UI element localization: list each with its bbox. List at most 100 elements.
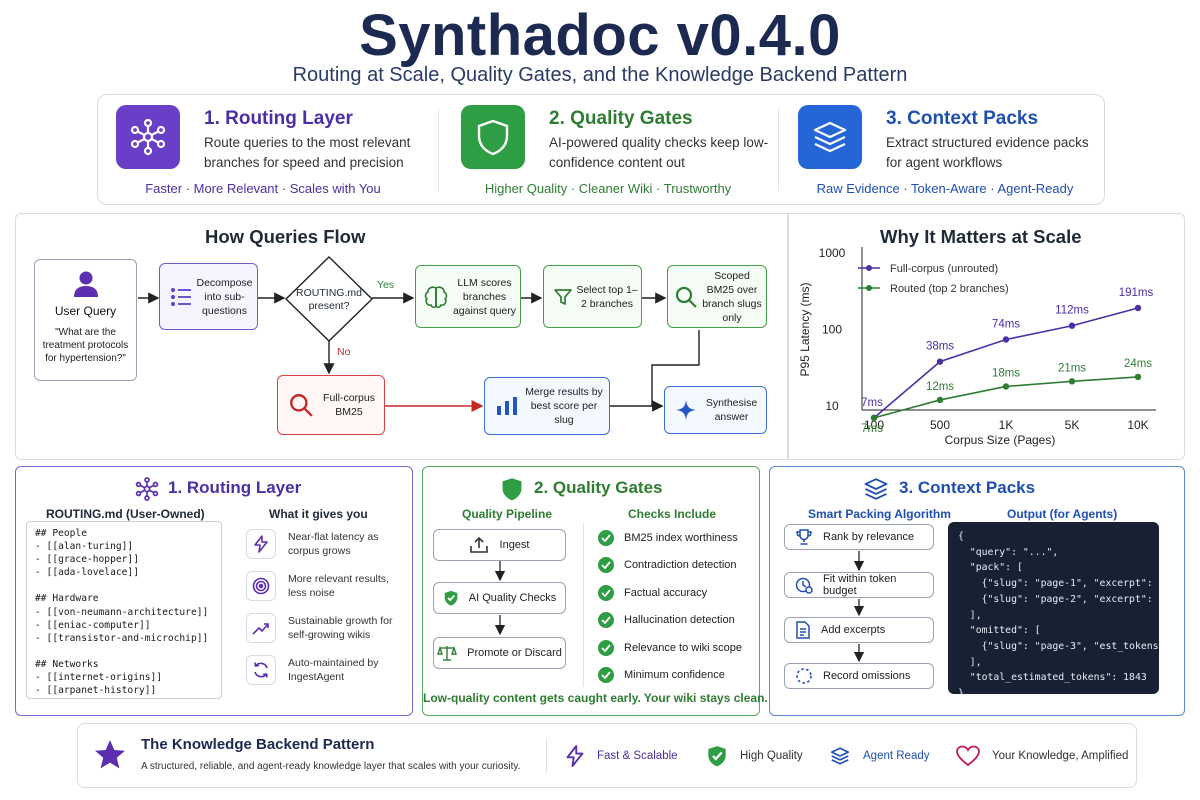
check-item: Contradiction detection	[598, 556, 737, 574]
json-line: {	[958, 531, 964, 542]
x-tick-label: 5K	[1065, 418, 1080, 432]
feature-routing: 1. Routing Layer Route queries to the mo…	[98, 95, 433, 206]
full-corpus-label: Full-corpus BM25	[323, 392, 375, 418]
scoped-bm25-node: Scoped BM25 over branch slugs only	[667, 265, 767, 328]
divider	[546, 738, 547, 773]
json-line: {"slug": "page-1", "excerpt": "..."},	[981, 578, 1159, 590]
packs-section-title: 3. Context Packs	[899, 478, 1036, 497]
footer-item: Fast & Scalable	[565, 742, 678, 770]
check-label: Factual accuracy	[624, 586, 708, 599]
feature-title: 1. Routing Layer	[204, 108, 353, 129]
page-title: Synthadoc v0.4.0	[359, 3, 841, 68]
packing-step-fit: Fit within token budget	[784, 572, 934, 598]
bar-chart-icon	[497, 397, 517, 415]
check-icon	[598, 584, 614, 601]
data-label: 7ms	[861, 423, 883, 435]
benefit-item: More relevant results, less noise	[246, 569, 406, 603]
data-point	[1134, 373, 1142, 381]
check-item: Factual accuracy	[598, 584, 707, 602]
data-label: 74ms	[992, 319, 1020, 331]
x-tick-label: 500	[930, 418, 950, 432]
decompose-label: Decompose into sub-questions	[196, 276, 253, 317]
routing-file-line	[35, 579, 213, 592]
feature-tags: Faster · More Relevant · Scales with You	[145, 181, 381, 196]
check-icon	[598, 612, 614, 629]
pipeline-connectors	[494, 561, 506, 636]
routing-file-line: - [[alan-turing]]	[35, 541, 134, 553]
legend-label: Routed (top 2 branches)	[890, 283, 1009, 295]
routing-file-line: - [[internet-origins]]	[35, 672, 163, 684]
feature-title: 3. Context Packs	[886, 108, 1039, 129]
routing-file-line: - [[grace-hopper]]	[35, 554, 139, 566]
x-tick-label: 10K	[1127, 418, 1148, 432]
data-point	[936, 358, 944, 365]
pipeline-step-label: AI Quality Checks	[468, 592, 557, 604]
shield-icon	[502, 478, 522, 501]
trophy-icon	[796, 529, 812, 545]
data-label: 112ms	[1055, 305, 1089, 317]
footer-banner: The Knowledge Backend Pattern A structur…	[77, 723, 1137, 788]
check-label: Hallucination detection	[624, 614, 735, 627]
y-tick-label: 100	[822, 323, 842, 337]
flow-title: How Queries Flow	[205, 226, 366, 247]
upload-icon	[469, 537, 488, 553]
footer-item-label: High Quality	[740, 750, 803, 762]
feature-quality: 2. Quality Gates AI-powered quality chec…	[443, 95, 773, 206]
check-item: Minimum confidence	[598, 666, 725, 684]
check-label: Relevance to wiki scope	[624, 641, 743, 654]
user-query-label: User Query	[54, 304, 117, 318]
routing-file-line: - [[ada-lovelace]]	[35, 567, 139, 579]
data-label: 7ms	[861, 397, 883, 409]
shield-check-icon	[444, 590, 458, 606]
packing-step-rank: Rank by relevance	[784, 524, 934, 550]
pipeline-step-label: Promote or Discard	[467, 647, 562, 659]
check-label: BM25 index worthiness	[624, 532, 738, 544]
search-icon	[675, 286, 697, 308]
select-top-node: Select top 1–2 branches	[543, 265, 642, 328]
quality-footer-note: Low-quality content gets caught early. Y…	[423, 691, 768, 705]
lightning-icon	[566, 745, 584, 767]
full-corpus-node: Full-corpus BM25	[277, 375, 385, 435]
sparkle-icon	[676, 400, 696, 420]
divider	[438, 109, 439, 191]
target-icon	[246, 571, 276, 601]
data-label: 21ms	[1058, 362, 1086, 374]
data-label: 38ms	[926, 341, 954, 353]
feature-desc: AI-powered quality checks keep low-confi…	[549, 135, 769, 170]
packing-step-label: Record omissions	[823, 670, 911, 682]
algo-head: Smart Packing Algorithm	[808, 507, 951, 521]
data-label: 18ms	[992, 367, 1020, 379]
merge-node: Merge results by best score per slug	[484, 377, 610, 435]
flow-panel	[15, 213, 788, 460]
data-label: 24ms	[1124, 358, 1152, 370]
routing-file-line: ## People	[35, 528, 87, 539]
routing-file-line: - [[von-neumann-architecture]]	[35, 606, 209, 618]
synthesise-node: Synthesise answer	[664, 386, 767, 434]
json-line: }	[958, 688, 964, 694]
y-axis-label: P95 Latency (ms)	[798, 282, 812, 376]
routing-file-head: ROUTING.md (User-Owned)	[46, 507, 205, 521]
packing-connectors	[853, 551, 865, 663]
check-item: Hallucination detection	[598, 611, 735, 629]
scoped-bm25-label: Scoped BM25 over branch slugs only	[702, 269, 762, 324]
pipeline-step-label: Ingest	[499, 539, 530, 551]
check-icon	[598, 639, 614, 656]
legend-label: Full-corpus (unrouted)	[890, 263, 998, 275]
user-query-text: "What are the treatment protocols for hy…	[42, 327, 129, 364]
shield-icon	[461, 105, 525, 169]
refresh-icon	[246, 655, 276, 685]
json-line: "pack": [	[958, 562, 1023, 574]
pipeline-step-promote: Promote or Discard	[433, 637, 566, 669]
routing-file-line: ## Networks	[35, 658, 99, 670]
packing-step-label: Fit within token budget	[823, 573, 897, 597]
feature-tags: Raw Evidence · Token-Aware · Agent-Ready	[816, 181, 1074, 196]
context-pack-json-output: { "query": "...", "pack": [ {"slug": "pa…	[948, 522, 1159, 694]
series-line	[873, 376, 1139, 419]
json-line: "omitted": [	[958, 625, 1041, 637]
scales-icon	[437, 645, 458, 661]
merge-label: Merge results by best score per slug	[525, 386, 603, 426]
check-item: BM25 index worthiness	[598, 529, 738, 547]
check-item: Relevance to wiki scope	[598, 639, 742, 657]
data-point	[936, 396, 944, 404]
routing-file-line: ## Hardware	[35, 593, 99, 605]
